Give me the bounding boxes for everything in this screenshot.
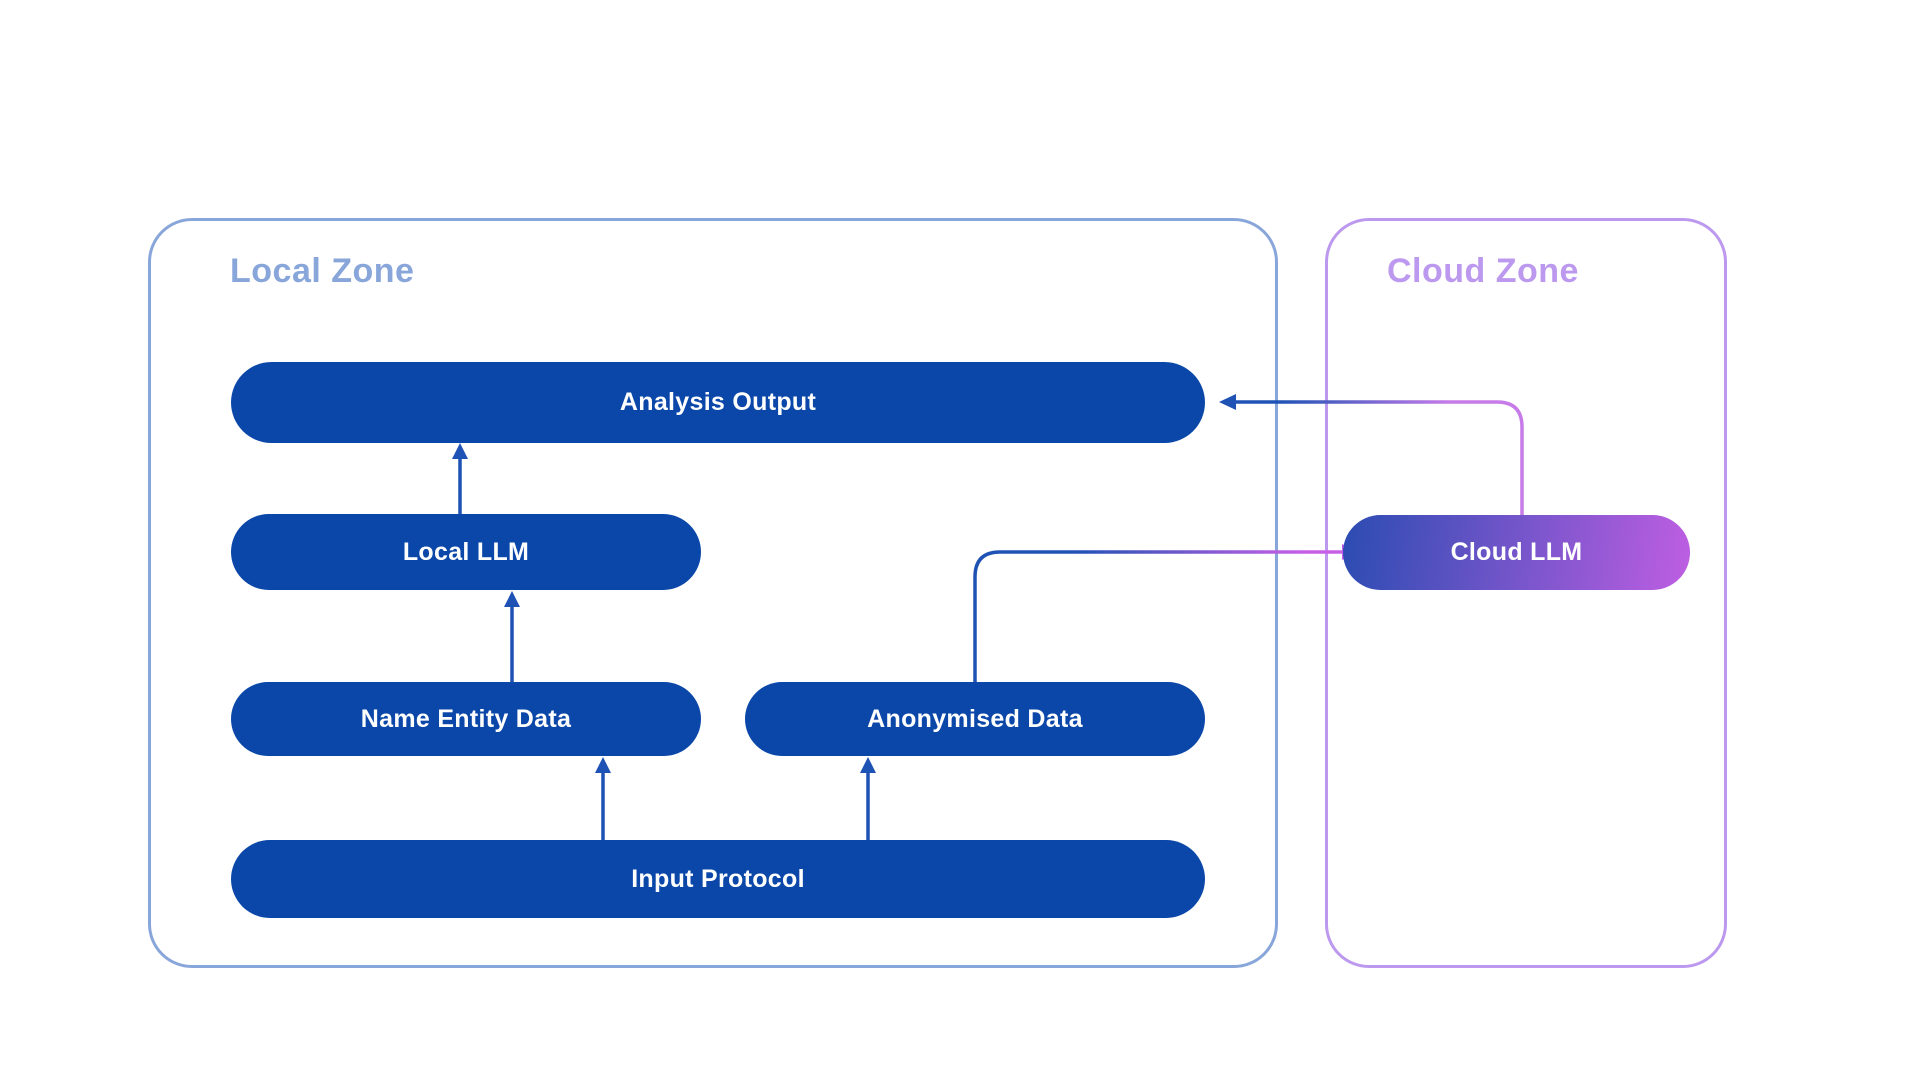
cloud-zone-container	[1325, 218, 1727, 968]
local-llm-node: Local LLM	[231, 514, 701, 590]
analysis-output-node: Analysis Output	[231, 362, 1205, 443]
local-zone-label: Local Zone	[230, 252, 415, 290]
cloud-llm-node: Cloud LLM	[1343, 515, 1690, 590]
cloud-zone-label: Cloud Zone	[1387, 252, 1579, 290]
anonymised-data-node: Anonymised Data	[745, 682, 1205, 756]
name-entity-data-node: Name Entity Data	[231, 682, 701, 756]
input-protocol-node: Input Protocol	[231, 840, 1205, 918]
